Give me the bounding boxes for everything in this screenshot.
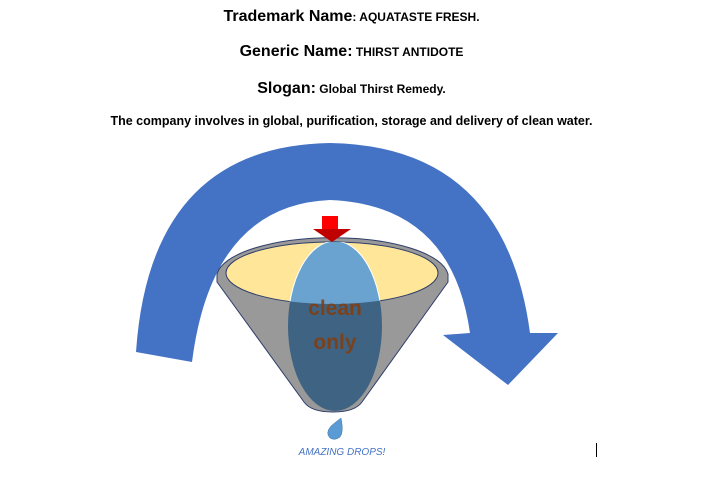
water-drop-icon (327, 417, 343, 440)
funnel-text-only: only (313, 331, 356, 354)
text-cursor (596, 443, 597, 457)
slogan-label: Slogan: (257, 80, 316, 97)
trademark-label: Trademark Name (223, 8, 353, 25)
filter-ellipse-top (287, 242, 383, 304)
generic-line: Generic Name: THIRST ANTIDOTE (0, 43, 703, 61)
slogan-line: Slogan: Global Thirst Remedy. (0, 80, 703, 98)
slogan-value: Global Thirst Remedy. (315, 82, 446, 96)
red-arrow-shaft (322, 216, 338, 229)
amazing-drops-caption: AMAZING DROPS! (298, 447, 386, 458)
trademark-line: Trademark Name: AQUATASTE FRESH. (0, 8, 703, 26)
curved-arrow (136, 143, 558, 385)
generic-label: Generic Name: (239, 43, 353, 60)
funnel-text-clean: clean (308, 297, 362, 320)
red-arrow-head (313, 229, 351, 242)
company-description: The company involves in global, purifica… (110, 114, 593, 128)
trademark-value: : AQUATASTE FRESH. (352, 10, 480, 24)
generic-value: THIRST ANTIDOTE (352, 45, 464, 59)
